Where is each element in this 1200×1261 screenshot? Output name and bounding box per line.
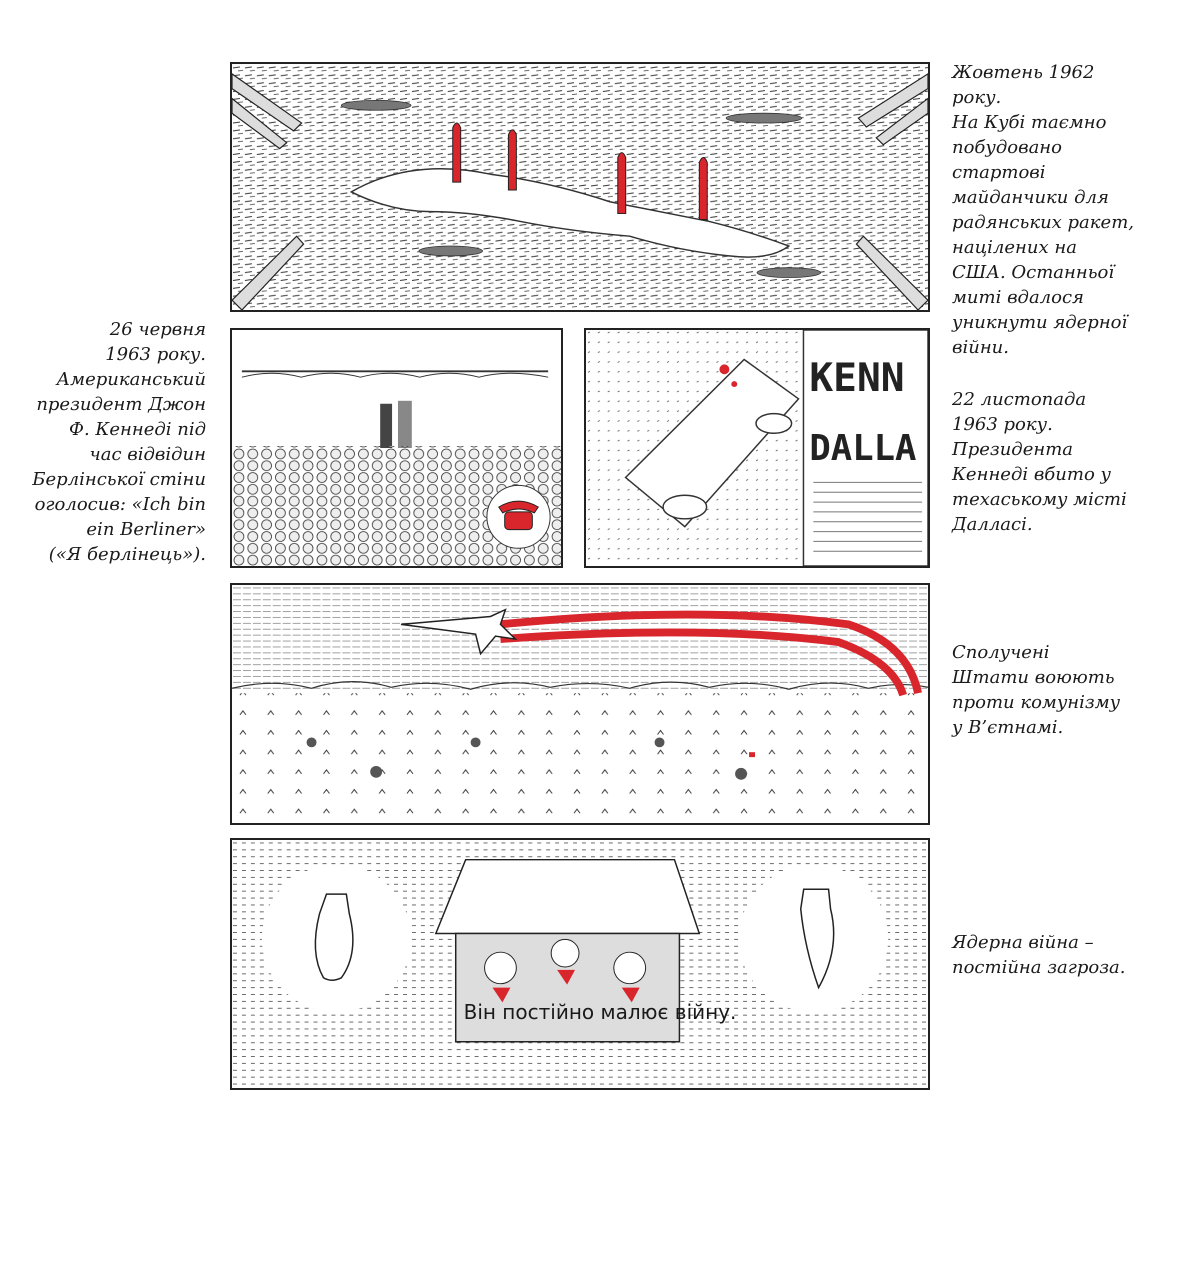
bomb-right-icon xyxy=(799,888,835,990)
panel-dallas: KENN DALLA xyxy=(584,328,930,568)
newspaper-headline-2: DALLA xyxy=(809,428,916,469)
corner-missiles xyxy=(232,73,928,310)
red-trail xyxy=(500,610,922,697)
jet-plane xyxy=(400,608,518,656)
caption-cuba: Жовтень 1962 року. На Кубі таємно побудо… xyxy=(952,62,1134,358)
red-telephone-icon xyxy=(498,500,539,531)
caption-kennedy-dallas: 22 листопада 1963 року. Президента Кенне… xyxy=(952,389,1127,535)
soldiers xyxy=(306,737,748,780)
cuba-island xyxy=(349,168,791,258)
red-scarves xyxy=(492,969,640,1003)
caption-vietnam: Сполучені Штати воюють проти комунізму у… xyxy=(952,642,1121,738)
panel-nuclear xyxy=(230,838,930,1090)
missiles xyxy=(452,122,708,220)
bottom-text: Він постійно малює війну. xyxy=(463,1000,737,1024)
caption-nuclear: Ядерна війна – постійна загроза. xyxy=(952,932,1126,978)
submarines xyxy=(340,100,822,278)
red-flag xyxy=(749,752,755,758)
shelter-roof xyxy=(434,858,701,935)
caption-berlin: 26 червня 1963 року. Американський прези… xyxy=(32,319,206,565)
panel-cuba-missiles xyxy=(230,62,930,312)
panel-vietnam xyxy=(230,583,930,825)
newspaper-text-lines xyxy=(813,481,923,552)
bomb-left-icon xyxy=(314,893,354,981)
newspaper-headline-1: KENN xyxy=(809,355,904,401)
newspaper xyxy=(802,330,928,566)
panel-berlin-wall xyxy=(230,328,563,568)
